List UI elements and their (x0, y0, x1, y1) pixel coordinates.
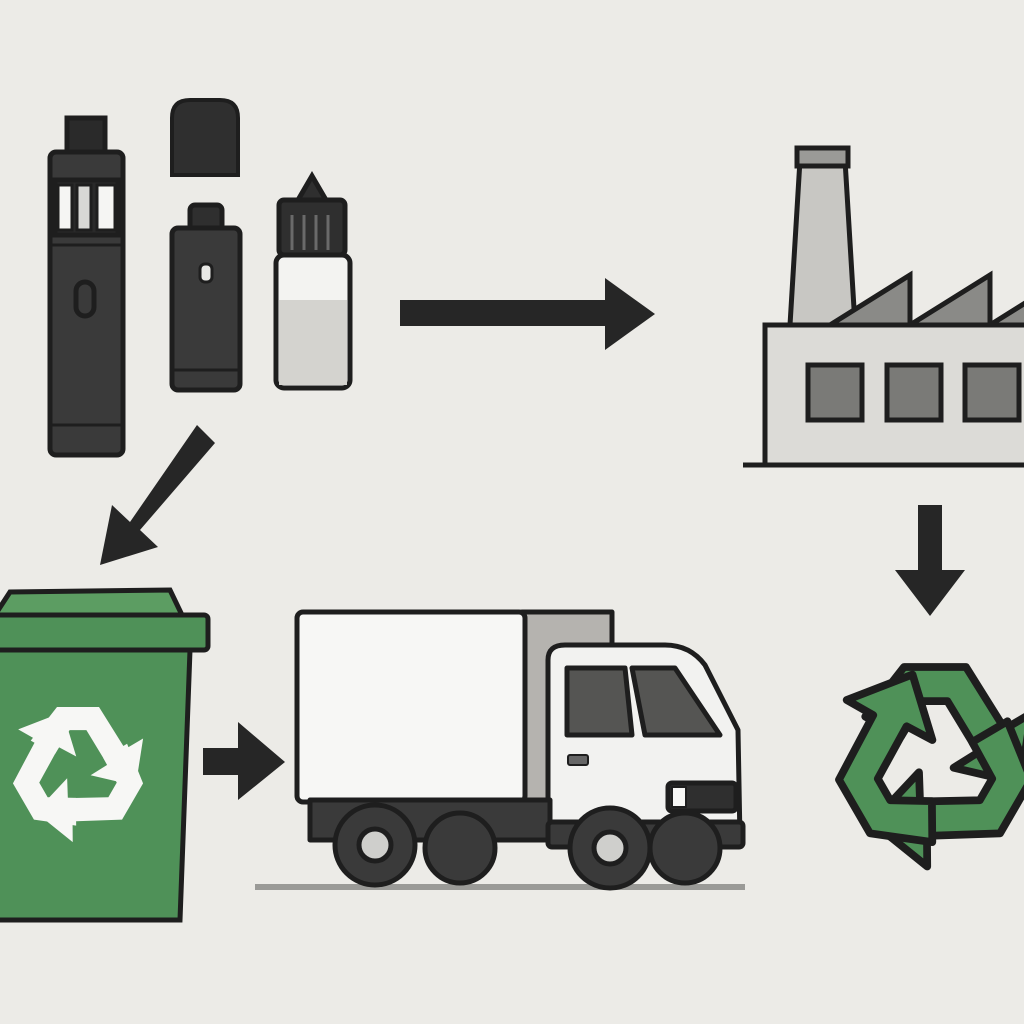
vape-pod-icon (169, 202, 243, 393)
arrow-bin-to-truck (203, 722, 285, 800)
arrow-icon (100, 278, 965, 800)
recycle-symbol-icon (806, 665, 1024, 890)
factory-icon (743, 145, 1024, 468)
e-liquid-bottle-icon (273, 171, 353, 391)
delivery-truck-icon (255, 609, 746, 891)
recycling-bin-icon (0, 587, 211, 923)
arrow-diagonal-to-bin (100, 425, 215, 565)
vape-pen-icon (47, 115, 126, 458)
arrow-down-to-recycle (895, 505, 965, 616)
pod-cap-icon (170, 98, 240, 177)
arrow-right-to-factory (400, 278, 655, 350)
